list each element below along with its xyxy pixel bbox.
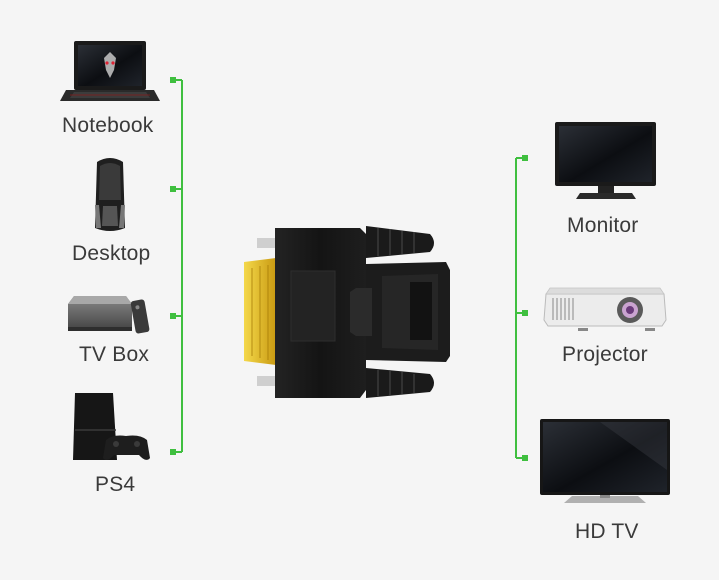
device-label-hdtv: HD TV	[575, 520, 639, 543]
right-connector-bracket	[515, 157, 526, 459]
monitor-icon	[555, 122, 656, 199]
desktop-tower-icon	[95, 158, 125, 231]
dvi-to-hdmi-adapter-icon	[244, 226, 450, 398]
left-connector-bracket	[173, 79, 183, 453]
left-connector-dots	[170, 77, 176, 455]
projector-icon	[543, 287, 667, 331]
device-label-tv-box: TV Box	[79, 343, 150, 366]
device-label-monitor: Monitor	[567, 214, 639, 237]
tv-box-icon	[68, 296, 150, 334]
device-label-ps4: PS4	[95, 473, 136, 496]
game-console-icon	[73, 393, 150, 460]
device-label-notebook: Notebook	[62, 114, 154, 137]
device-label-desktop: Desktop	[72, 242, 151, 265]
laptop-icon	[60, 41, 160, 101]
hdtv-icon	[540, 419, 670, 503]
device-label-projector: Projector	[562, 343, 648, 366]
right-connector-dots	[522, 155, 528, 461]
